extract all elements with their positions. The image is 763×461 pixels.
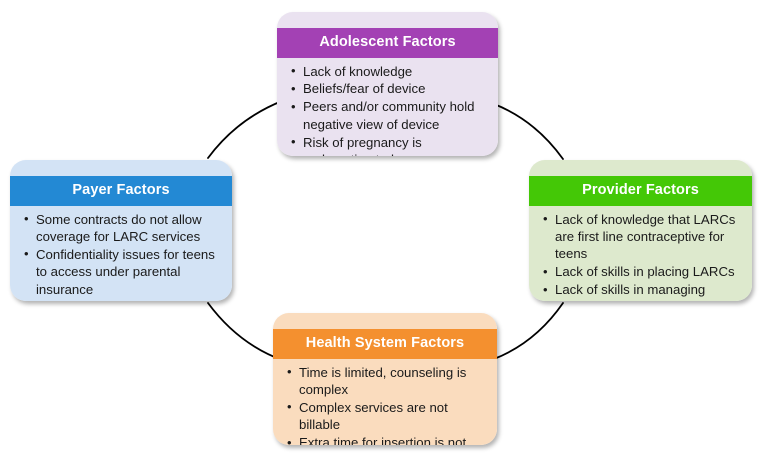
node-title-payer: Payer Factors (10, 176, 232, 206)
node-adolescent-factors[interactable]: Adolescent Factors Lack of knowledge Bel… (277, 12, 498, 156)
list-item: Extra time for insertion is not billable (287, 434, 487, 445)
node-title-adolescent: Adolescent Factors (277, 28, 498, 58)
node-title-health: Health System Factors (273, 329, 497, 359)
list-item: Confidentiality issues for teens to acce… (24, 245, 222, 298)
node-body-adolescent: Lack of knowledge Beliefs/fear of device… (277, 57, 498, 156)
node-top-fill (277, 12, 498, 28)
node-top-fill (529, 160, 752, 176)
node-provider-factors[interactable]: Provider Factors Lack of knowledge that … (529, 160, 752, 301)
list-item: Some contracts do not allow coverage for… (24, 210, 222, 246)
node-payer-factors[interactable]: Payer Factors Some contracts do not allo… (10, 160, 232, 301)
node-title-provider: Provider Factors (529, 176, 752, 206)
list-item: Risk of pregnancy is underestimated (291, 133, 488, 156)
connector-payer-to-adolescent (207, 100, 283, 159)
list-item: Complex services are not billable (287, 398, 487, 434)
connector-health-to-payer (207, 302, 283, 361)
connector-provider-to-health (493, 302, 564, 360)
list-item: LARC devices are expensive (24, 298, 222, 301)
node-health-system-factors[interactable]: Health System Factors Time is limited, c… (273, 313, 497, 445)
bullet-list-payer: Some contracts do not allow coverage for… (20, 210, 222, 301)
list-item: Lack of skills in managing patients with… (543, 281, 742, 301)
bullet-list-adolescent: Lack of knowledge Beliefs/fear of device… (287, 62, 488, 156)
connector-adolescent-to-provider (493, 103, 564, 160)
list-item: Peers and/or community hold negative vie… (291, 98, 488, 133)
bullet-list-provider: Lack of knowledge that LARCs are first l… (539, 210, 742, 301)
list-item: Lack of knowledge (291, 62, 488, 80)
list-item: Beliefs/fear of device (291, 80, 488, 98)
list-item: Lack of knowledge that LARCs are first l… (543, 210, 742, 263)
list-item: Time is limited, counseling is complex (287, 363, 487, 399)
node-body-health: Time is limited, counseling is complex C… (273, 358, 497, 445)
node-body-provider: Lack of knowledge that LARCs are first l… (529, 205, 752, 301)
node-top-fill (10, 160, 232, 176)
node-top-fill (273, 313, 497, 329)
bullet-list-health: Time is limited, counseling is complex C… (283, 363, 487, 445)
list-item: Lack of skills in placing LARCs (543, 263, 742, 281)
node-body-payer: Some contracts do not allow coverage for… (10, 205, 232, 301)
